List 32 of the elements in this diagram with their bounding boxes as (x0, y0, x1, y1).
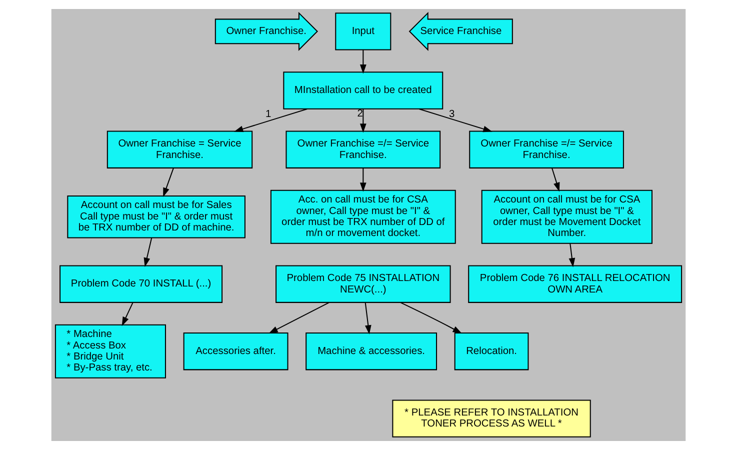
node-box: Accessories after. (182, 332, 288, 370)
node-box: Acc. on call must be for CSA owner, Call type must be "I" & order must be TRX number of DD of m/n or movement docket. (270, 189, 456, 244)
edge-label: 2 (356, 108, 362, 120)
node-box: MInstallation call to be created (282, 71, 443, 109)
node-box: * Machine * Access Box * Bridge Unit * By-Pass tray, etc. (54, 324, 166, 378)
arrow (568, 243, 575, 267)
node-box: Problem Code 75 INSTALLATION NEWC(...) (275, 264, 450, 302)
node-box: Problem Code 76 INSTALL RELOCATION OWN AREA (468, 264, 682, 302)
node-box: Machine & accessories. (305, 332, 437, 370)
arrow (551, 167, 560, 192)
arrow (364, 302, 371, 334)
node-box: Account on call must be for CSA owner, Call type must be "I" & order must be Movement Docket Number. (480, 189, 652, 244)
edge-label: 1 (265, 108, 271, 120)
arrow (400, 302, 462, 334)
node-box: Owner Franchise = Service Franchise. (106, 130, 252, 168)
node-box: Owner Franchise =/= Service Franchise. (468, 130, 624, 168)
node-box: Problem Code 70 INSTALL (...) (59, 264, 222, 302)
arrow (359, 168, 366, 192)
node-box: * PLEASE REFER TO INSTALLATION TONER PROCESS AS WELL * (392, 399, 590, 437)
arrow (268, 302, 329, 333)
node-box: Relocation. (454, 332, 528, 370)
edge-label: 3 (448, 108, 454, 120)
arrow (418, 108, 492, 132)
node-box: Owner Franchise =/= Service Franchise. (285, 130, 440, 168)
arrow (359, 108, 366, 132)
arrow (162, 167, 174, 196)
arrow (359, 49, 366, 74)
arrow (121, 302, 133, 326)
arrow (143, 237, 152, 266)
node-box: Input (334, 12, 391, 50)
node-box: Account on call must be for Sales Call type must be "I" & order must be TRX number of DD of machine. (66, 194, 245, 238)
arrow (233, 108, 307, 132)
